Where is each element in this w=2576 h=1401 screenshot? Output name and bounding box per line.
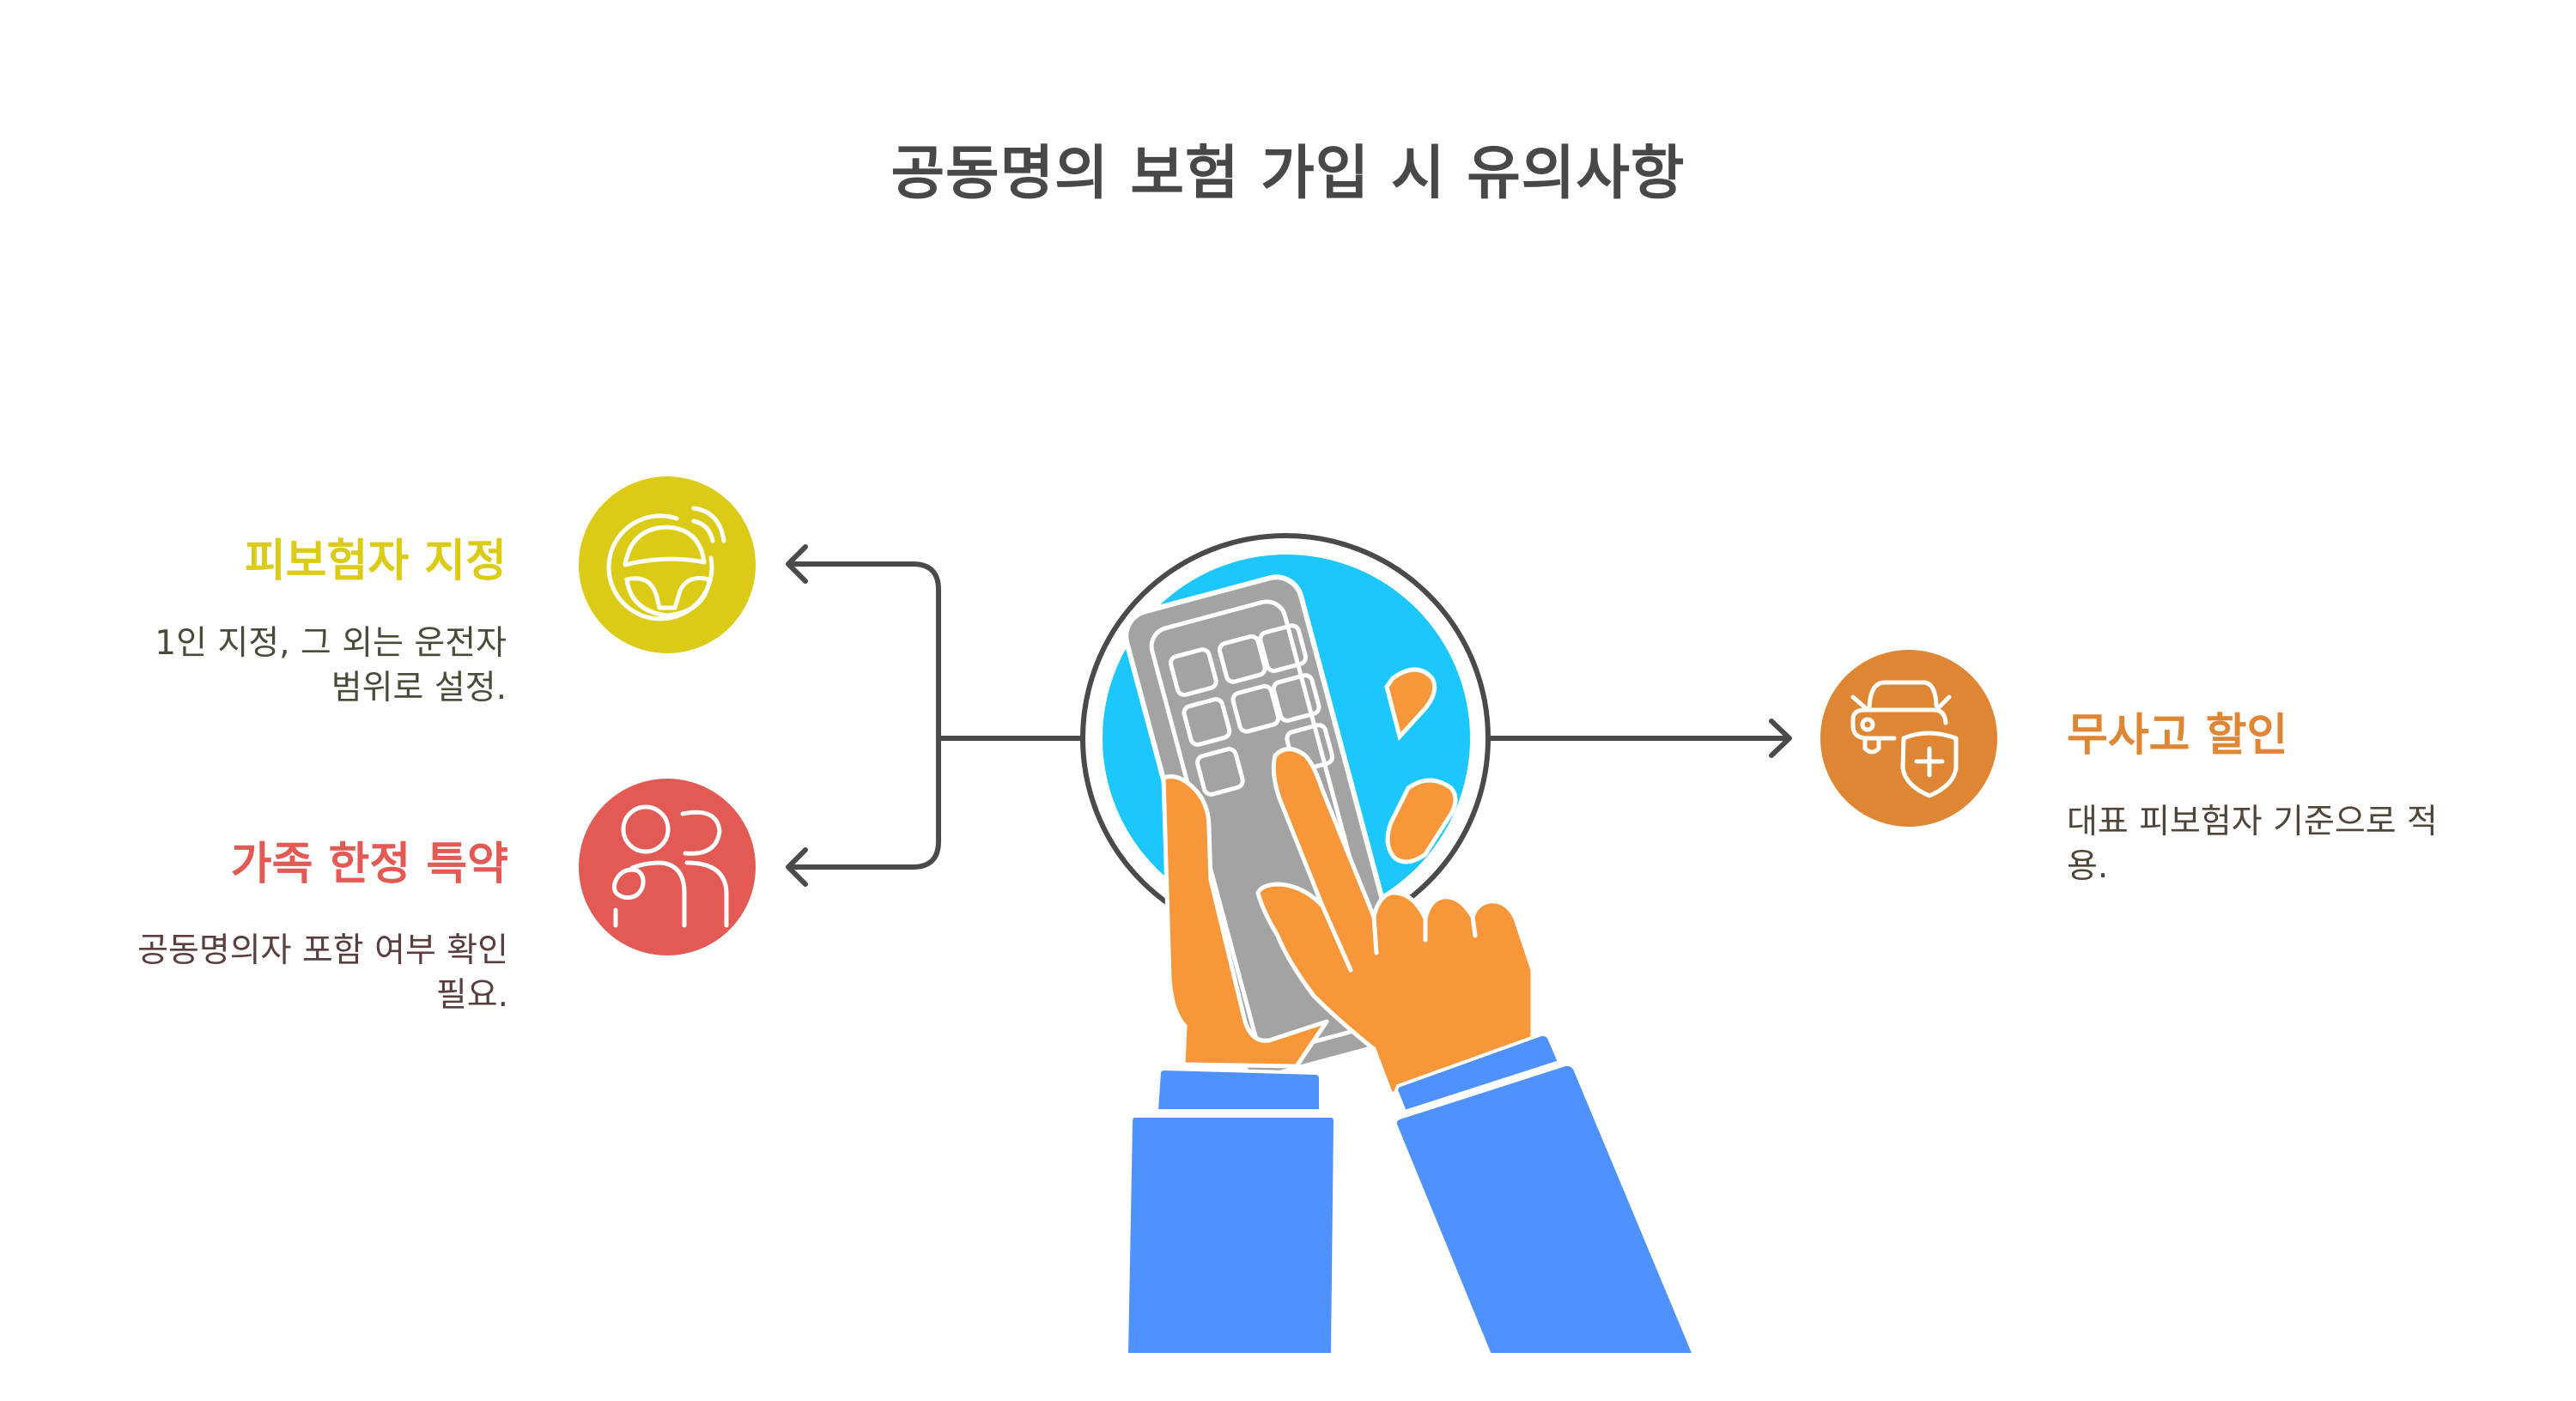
connector-lines: [787, 561, 1791, 870]
description-line-2: 범위로 설정.: [331, 669, 507, 707]
description-line-1: 공동명의자 포함 여부 확인: [137, 931, 508, 970]
hands-using-calculator-illustration: [1080, 533, 1698, 1356]
car-shield-icon: [1820, 650, 1997, 827]
family-people-icon: [579, 779, 756, 955]
description-line-1: 1인 지정, 그 외는 운전자: [155, 624, 507, 663]
description-family-limit-rider: 공동명의자 포함 여부 확인 필요.: [137, 929, 508, 1018]
description-line-2: 용.: [2067, 847, 2109, 886]
heading-family-limit-rider: 가족 한정 특약: [230, 839, 508, 890]
description-no-accident-discount: 대표 피보험자 기준으로 적 용.: [2067, 800, 2438, 889]
description-line-2: 필요.: [435, 976, 508, 1015]
page-title: 공동명의 보험 가입 시 유의사항: [890, 140, 1686, 208]
arrow-head-discount: [1769, 719, 1792, 758]
arrow-head-family: [786, 847, 808, 887]
left-sleeve: [1124, 1066, 1338, 1356]
steering-wheel-icon: [579, 476, 756, 653]
arrow-head-insured: [786, 544, 808, 584]
heading-insured-designation: 피보험자 지정: [244, 536, 507, 587]
description-line-1: 대표 피보험자 기준으로 적: [2067, 803, 2438, 841]
description-insured-designation: 1인 지정, 그 외는 운전자 범위로 설정.: [155, 622, 507, 711]
right-sleeve: [1393, 1032, 1698, 1356]
heading-no-accident-discount: 무사고 할인: [2067, 710, 2288, 761]
